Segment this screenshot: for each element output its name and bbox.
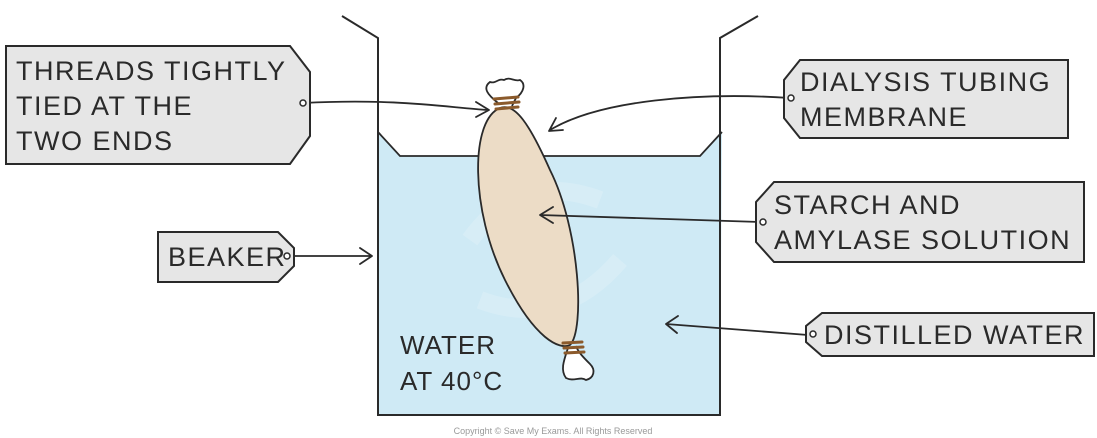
arrows xyxy=(289,95,809,336)
label-threads-line-2: TIED AT THE xyxy=(16,91,193,121)
tag-threads xyxy=(5,45,311,165)
label-dialysis-line-1: DIALYSIS TUBING xyxy=(800,67,1051,97)
label-distilled-text: DISTILLED WATER xyxy=(824,320,1085,350)
bottom-thread xyxy=(561,340,586,355)
tag-hole xyxy=(299,99,307,107)
tag-hole xyxy=(787,94,795,102)
copyright-text: Copyright © Save My Exams. All Rights Re… xyxy=(454,426,653,436)
water-surface xyxy=(377,131,723,157)
label-dialysis-line-2: MEMBRANE xyxy=(800,102,968,132)
tag-dialysis xyxy=(783,59,1069,139)
label-threads-line-3: TWO ENDS xyxy=(16,126,174,156)
tag-distilled xyxy=(805,312,1095,357)
tag-beaker xyxy=(157,231,295,283)
tubing-bag xyxy=(477,106,580,347)
label-starch: STARCH AND AMYLASE SOLUTION xyxy=(755,181,1085,263)
label-threads: THREADS TIGHTLY TIED AT THE TWO ENDS xyxy=(5,45,311,165)
label-starch-line-2: AMYLASE SOLUTION xyxy=(774,225,1071,255)
tag-starch xyxy=(755,181,1085,263)
label-dialysis: DIALYSIS TUBING MEMBRANE xyxy=(783,59,1069,139)
starch-arrow xyxy=(539,206,761,224)
distilled-arrow xyxy=(665,315,809,336)
dialysis-tubing xyxy=(477,77,595,381)
beaker xyxy=(341,15,759,416)
beaker-arrow xyxy=(289,247,373,265)
label-beaker-text: BEAKER xyxy=(168,242,287,272)
label-distilled: DISTILLED WATER xyxy=(805,312,1095,357)
dialysis-arrow xyxy=(548,95,791,132)
label-beaker: BEAKER xyxy=(157,231,295,283)
tag-hole xyxy=(759,218,767,226)
tag-hole xyxy=(809,330,817,338)
top-thread xyxy=(492,95,521,111)
bottom-knot xyxy=(562,345,595,381)
label-threads-line-1: THREADS TIGHTLY xyxy=(16,56,287,86)
threads-arrow xyxy=(302,100,490,118)
water-label-line-2: AT 40°C xyxy=(400,366,503,396)
tag-hole xyxy=(283,252,291,260)
label-starch-line-1: STARCH AND xyxy=(774,190,961,220)
water-label-line-1: WATER xyxy=(400,330,496,360)
